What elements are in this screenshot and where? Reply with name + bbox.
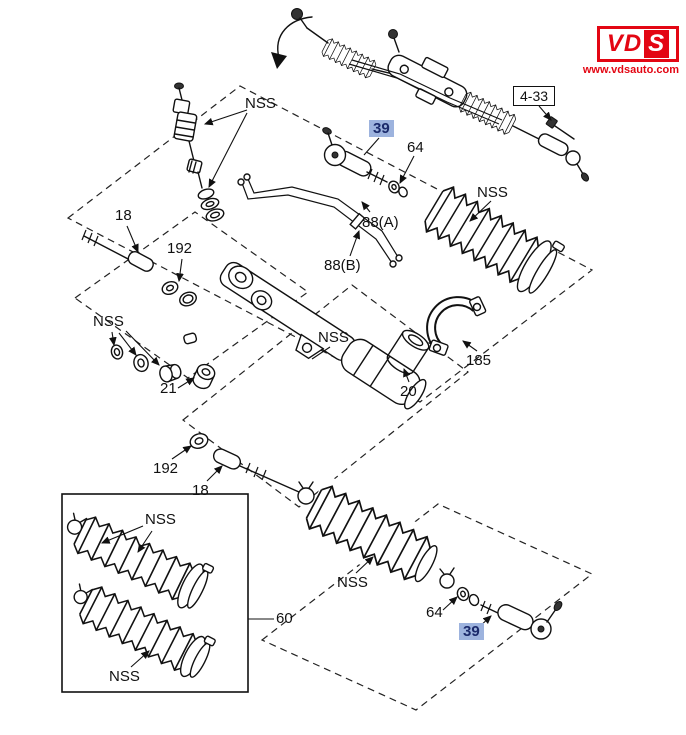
callout-64-upper: 64 <box>407 139 424 156</box>
callout-39-lower[interactable]: 39 <box>459 623 484 640</box>
boot-kit-box-drawing <box>61 493 249 693</box>
callout-192-lower: 192 <box>153 460 179 477</box>
callout-nss-boot-right: NSS <box>477 184 508 201</box>
callout-18-lower: 18 <box>192 482 209 499</box>
callout-nss-box-lower: NSS <box>109 668 140 685</box>
callout-nss-left-parts: NSS <box>93 313 124 330</box>
boot-lower-drawing <box>297 474 443 593</box>
washer-192-upper-drawing <box>161 280 197 307</box>
inner-tie-rod-lower-drawing <box>212 448 300 493</box>
valve-input-shaft-drawing <box>172 82 225 222</box>
assembled-steering-gear-drawing <box>291 8 590 182</box>
callout-nss-valve: NSS <box>245 95 276 112</box>
callout-nss-boot-lower: NSS <box>337 574 368 591</box>
vds-logo: VD S <box>597 26 679 62</box>
vds-logo-accent: S <box>644 30 670 58</box>
callout-88a: 88(A) <box>362 214 399 231</box>
boot-clamp-right-icon <box>439 567 455 589</box>
website-link[interactable]: www.vdsauto.com <box>582 64 679 76</box>
callout-64-lower: 64 <box>426 604 443 621</box>
callout-39-upper[interactable]: 39 <box>369 120 394 137</box>
inner-tie-rod-upper-drawing <box>81 229 154 272</box>
mount-bushing-21-drawing <box>192 363 216 390</box>
callout-88b: 88(B) <box>324 257 361 274</box>
callout-nss-rack-housing: NSS <box>318 329 349 346</box>
rack-housing-drawing <box>219 261 427 410</box>
tie-rod-end-upper-drawing <box>322 127 408 198</box>
callout-18-upper: 18 <box>115 207 132 224</box>
boot-kit-box-outline <box>61 493 249 693</box>
bracket-185-drawing <box>426 296 487 356</box>
boot-clamp-left-icon <box>297 481 315 505</box>
callout-21: 21 <box>160 380 177 397</box>
boot-kit-lower-drawing <box>73 583 216 678</box>
boot-right-drawing <box>414 175 565 303</box>
reference-link-4-33[interactable]: 4-33 <box>513 86 556 106</box>
callout-192-upper: 192 <box>167 240 193 257</box>
callout-20: 20 <box>400 383 417 400</box>
vds-logo-text: VD <box>606 30 643 57</box>
mount-bushing-20-drawing <box>386 329 430 375</box>
callout-nss-box-upper: NSS <box>145 511 176 528</box>
exploded-view-arrow-icon <box>271 16 313 69</box>
fluid-pipes-88-drawing <box>237 173 403 268</box>
tie-rod-end-lower-drawing <box>456 586 563 640</box>
washer-192-lower-drawing <box>189 433 209 449</box>
callout-60: 60 <box>276 610 293 627</box>
callout-185: 185 <box>466 352 492 369</box>
boot-kit-upper-drawing <box>66 512 215 609</box>
